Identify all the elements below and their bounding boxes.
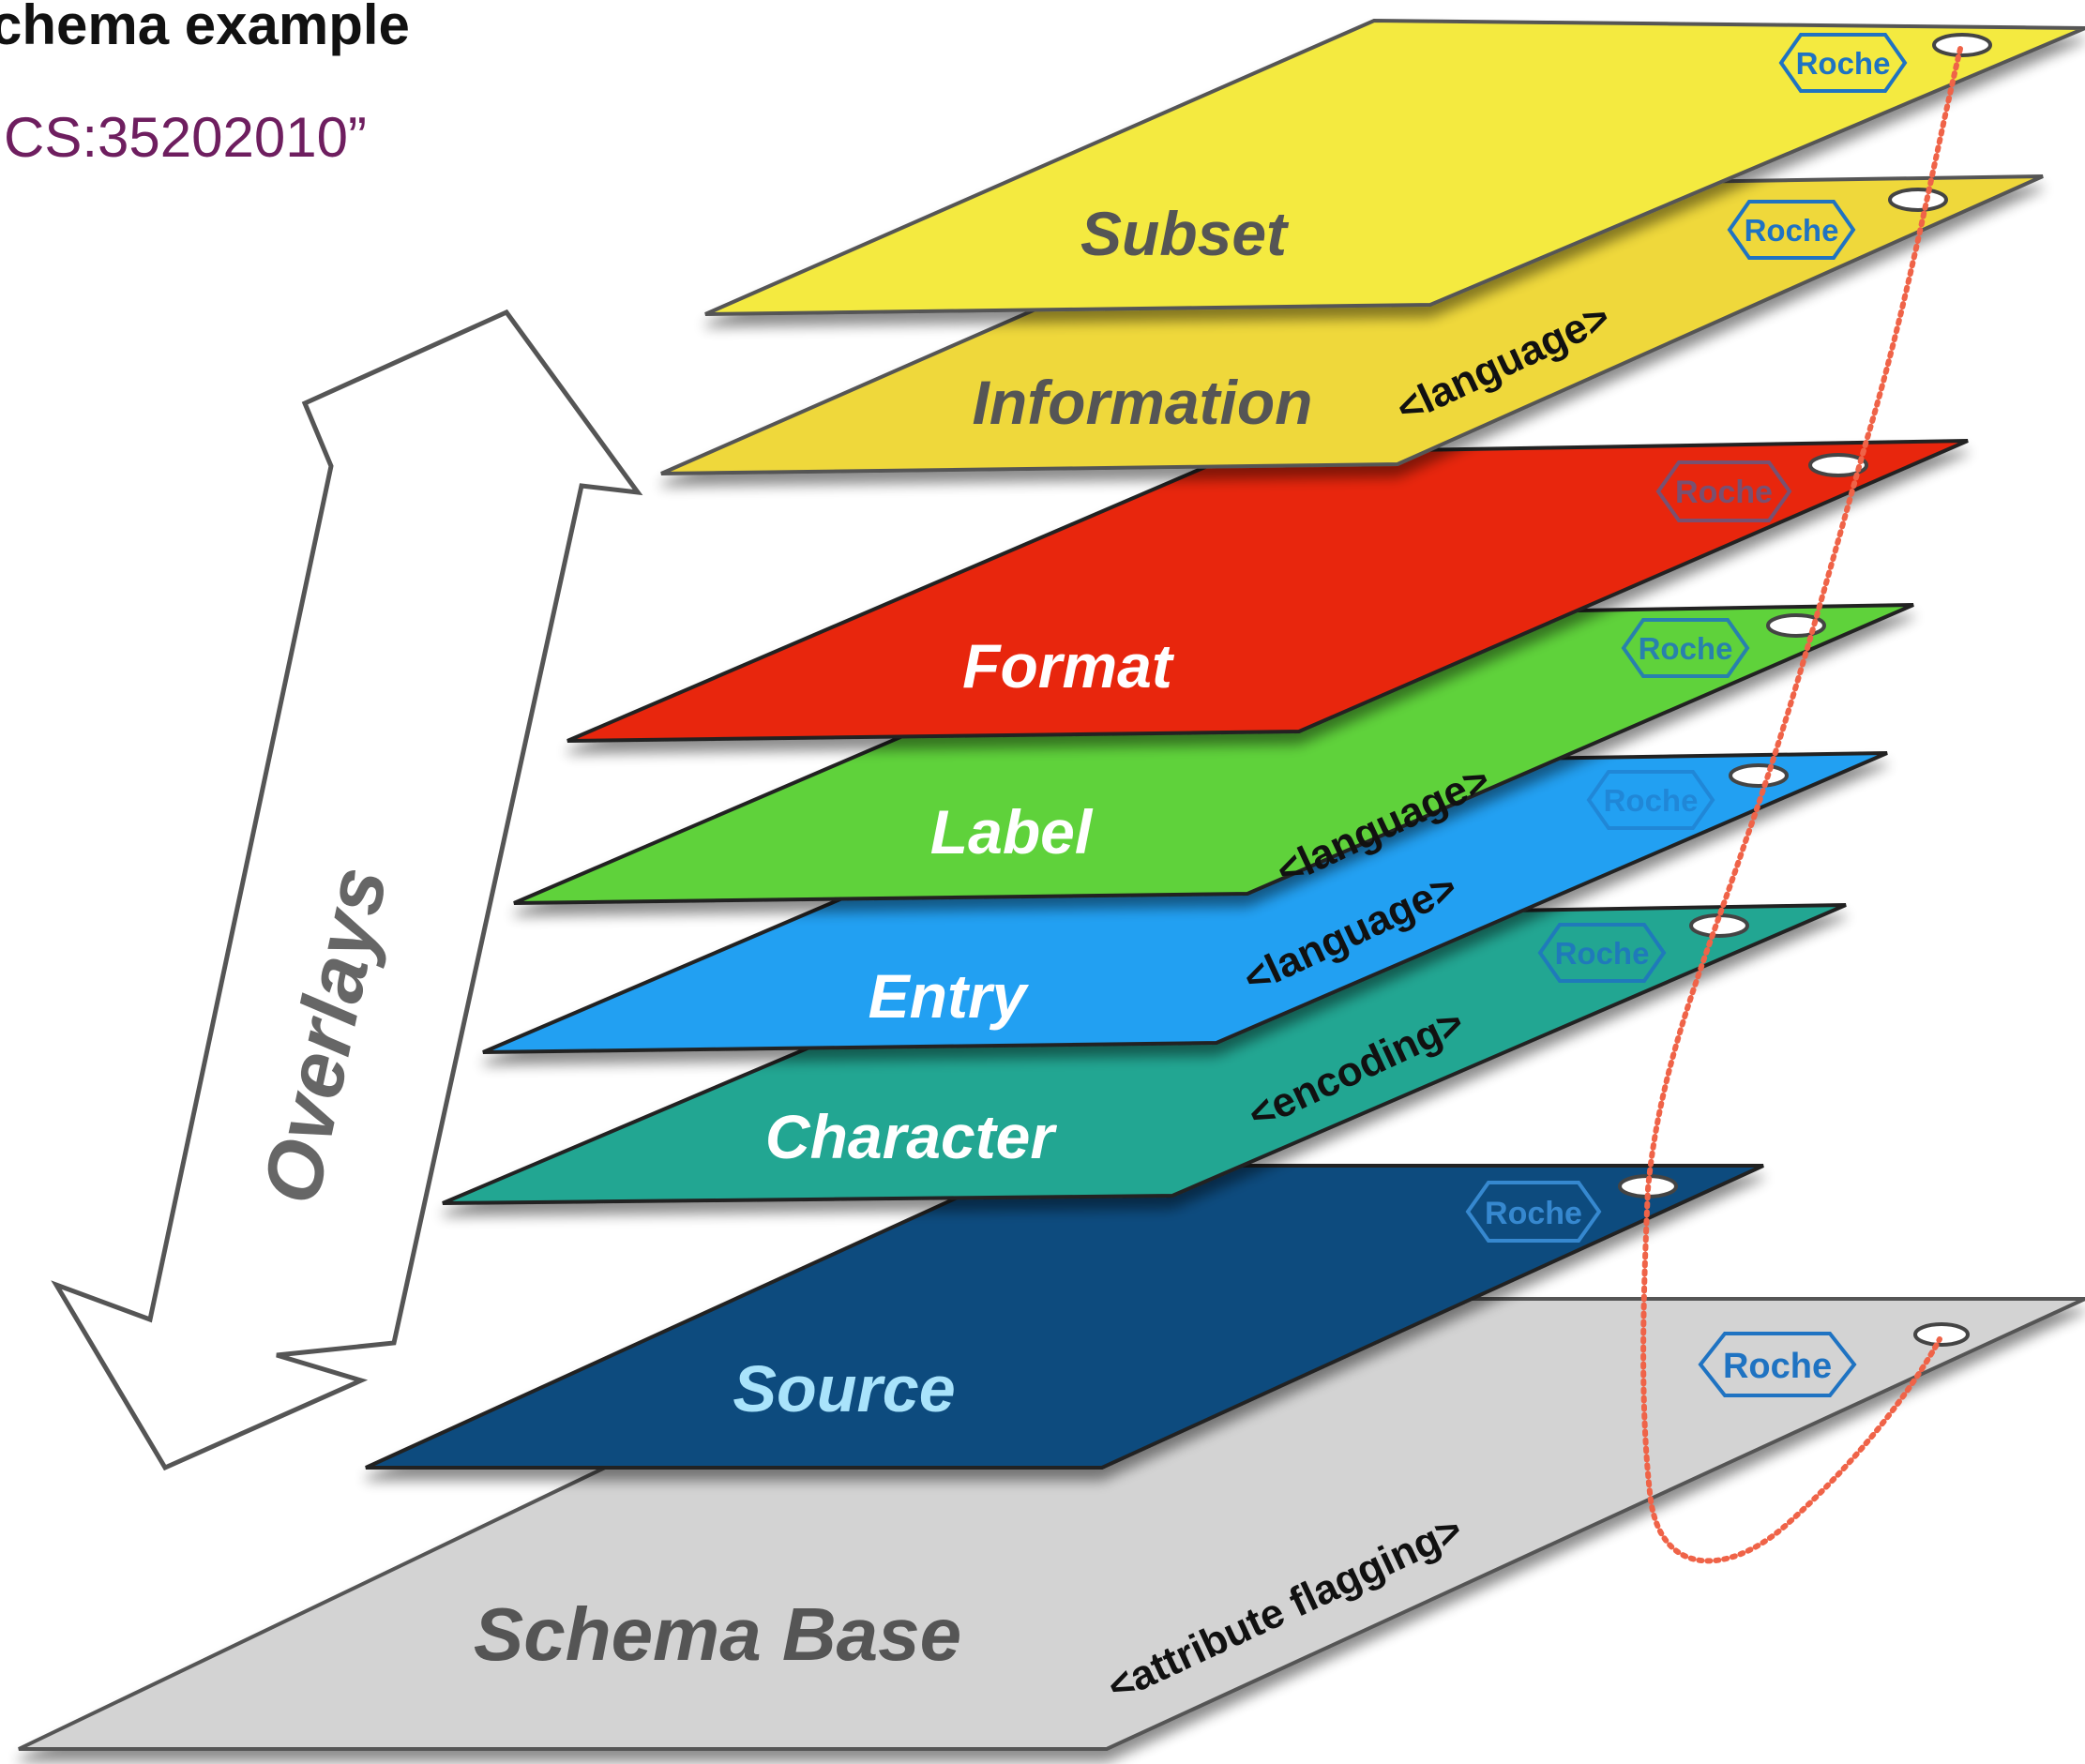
roche-logo-text: Roche [1555, 936, 1650, 971]
link-hole [1913, 1322, 1970, 1347]
layer-subset: Subset Roche [704, 18, 2085, 316]
layer-source: Source Roche [365, 1164, 1764, 1470]
layer-format-plane [567, 439, 1969, 743]
roche-logo: Roche [1621, 618, 1750, 678]
roche-logo-text: Roche [1639, 631, 1733, 666]
layer-information-label: Information [973, 368, 1313, 437]
layer-subset-label: Subset [1080, 199, 1290, 268]
link-hole [1888, 188, 1948, 212]
layer-format-label: Format [962, 631, 1175, 701]
roche-logo: Roche [1727, 200, 1856, 260]
link-hole [1808, 453, 1868, 477]
roche-logo-text: Roche [1745, 213, 1839, 248]
layer-information: Information <language> Roche [660, 174, 2044, 475]
layer-schema-base-label: Schema Base [474, 1592, 961, 1676]
roche-logo: Roche [1655, 460, 1792, 522]
layer-character-label: Character [765, 1102, 1057, 1171]
layer-source-label: Source [733, 1352, 955, 1425]
roche-logo-text: Roche [1485, 1196, 1582, 1231]
layer-character: Character <encoding> Roche [442, 903, 1847, 1205]
roche-logo-text: Roche [1723, 1347, 1832, 1386]
layer-entry-label: Entry [869, 961, 1030, 1031]
roche-logo: Roche [1698, 1332, 1857, 1397]
roche-logo: Roche [1465, 1181, 1602, 1243]
roche-logo-text: Roche [1675, 475, 1773, 510]
page-title: chema example [0, 0, 410, 56]
roche-logo-text: Roche [1604, 783, 1699, 818]
layer-link-line [1640, 46, 1963, 1564]
overlays-arrow: Overlays [51, 309, 643, 1471]
overlays-arrow-shape [51, 309, 643, 1471]
roche-logo: Roche [1778, 33, 1908, 93]
link-hole [1729, 763, 1789, 788]
layer-format: Format Roche [567, 439, 1969, 743]
roche-logo: Roche [1537, 923, 1667, 983]
roche-logo-text: Roche [1796, 46, 1891, 81]
layer-subset-plane [704, 18, 2085, 316]
link-hole [1932, 33, 1992, 57]
layer-source-plane [365, 1164, 1764, 1470]
layer-label-label: Label [930, 797, 1094, 867]
roche-logo: Roche [1586, 770, 1715, 830]
page-subtitle: CS:35202010” [4, 106, 367, 169]
